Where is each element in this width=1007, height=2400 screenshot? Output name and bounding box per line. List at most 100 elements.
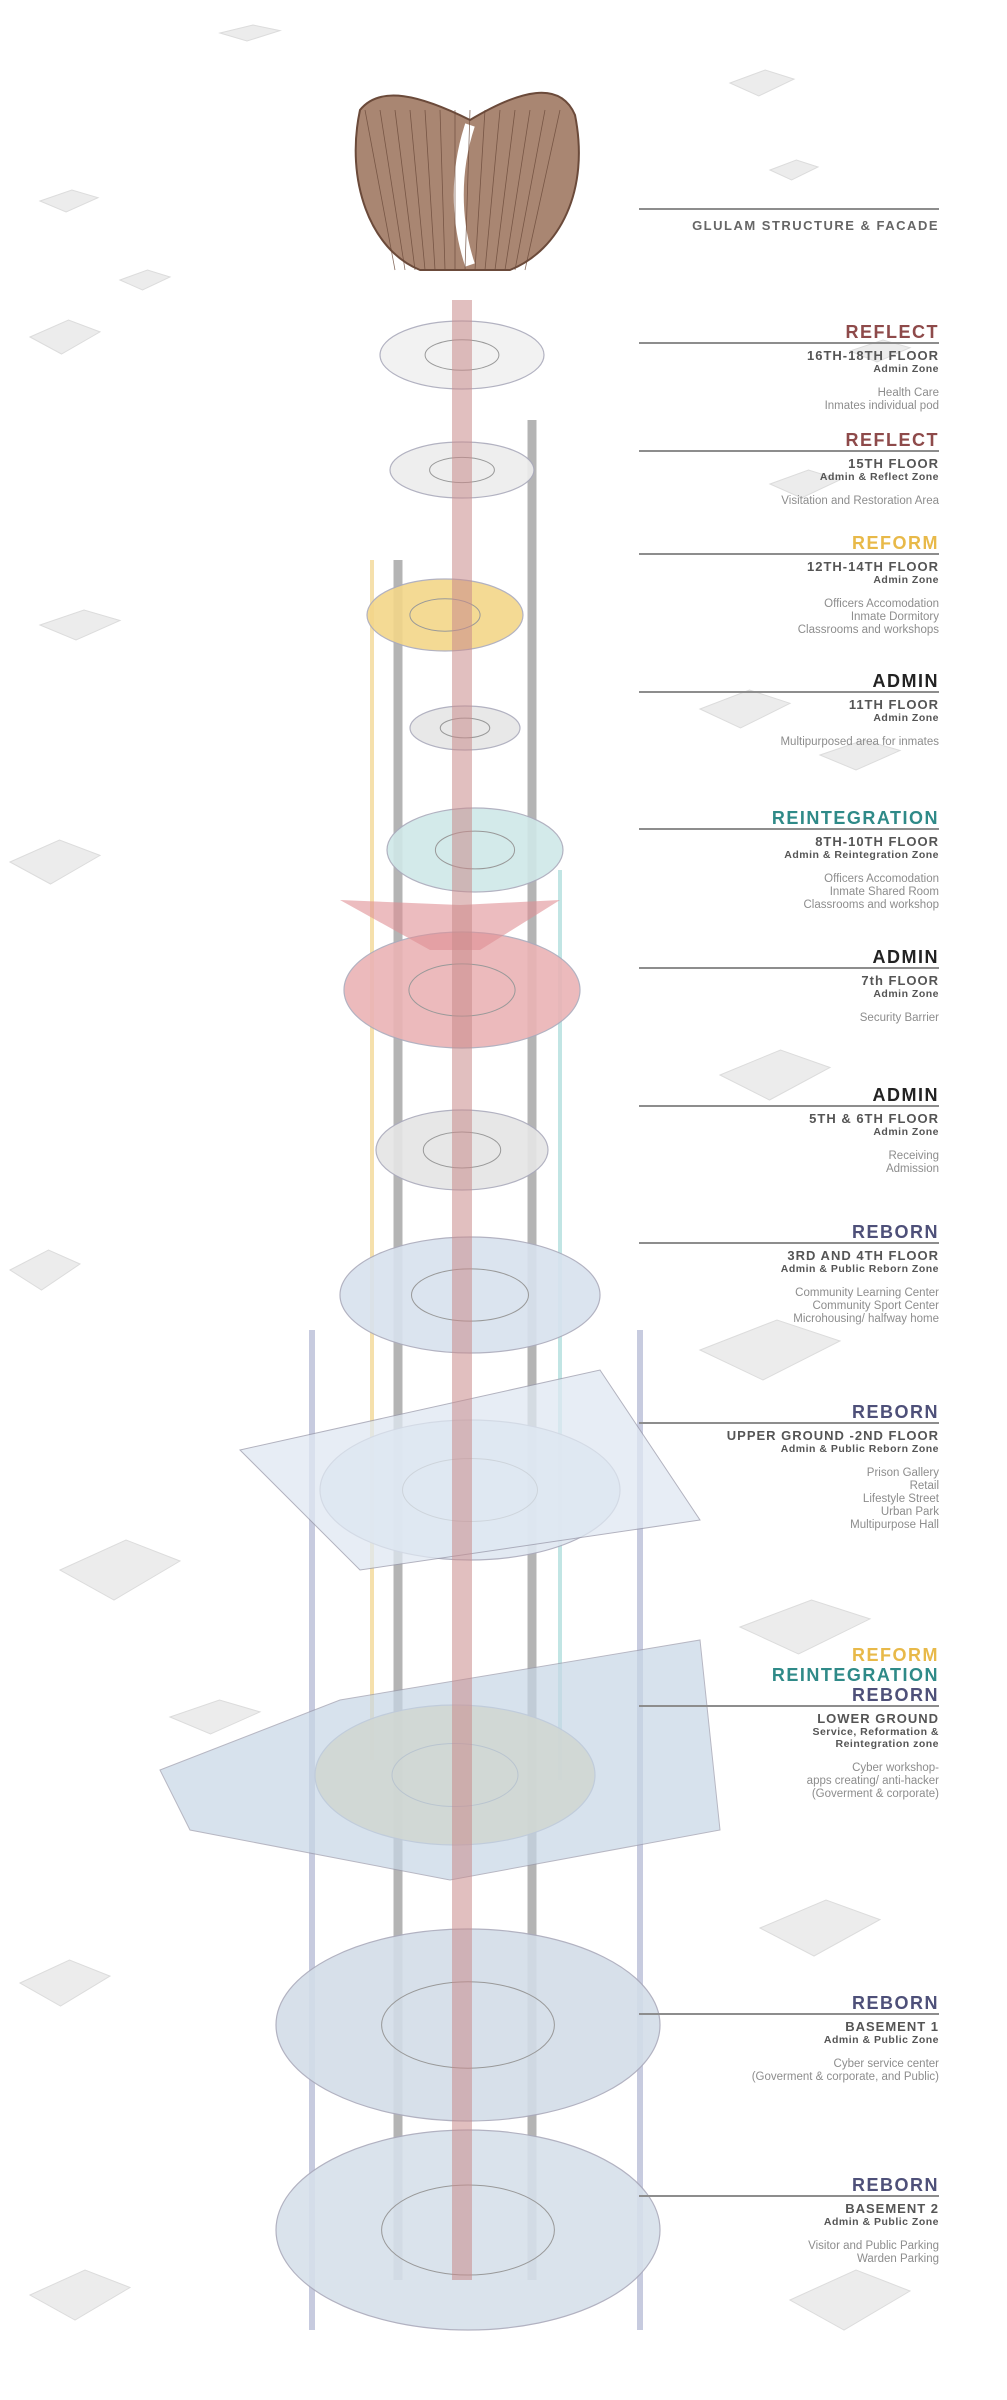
floor-zone: Admin & Reflect Zone xyxy=(819,471,939,483)
label-level-15: REFLECT 15TH FLOOR Admin & Reflect Zone … xyxy=(639,430,939,508)
floor-name: BASEMENT 2 xyxy=(845,2201,939,2216)
desc-line: Inmate Shared Room xyxy=(829,886,939,898)
context-block xyxy=(58,1539,182,1601)
desc-line: Cyber service center xyxy=(833,2058,939,2070)
core-shaft xyxy=(452,300,472,2280)
floor-description: Prison Gallery Retail Lifestyle Street U… xyxy=(639,1467,939,1532)
desc-line: Visitation and Restoration Area xyxy=(781,495,939,507)
label-level-7: ADMIN 7th FLOOR Admin Zone Security Barr… xyxy=(639,947,939,1025)
context-block xyxy=(768,159,820,181)
floor-name: 11TH FLOOR xyxy=(848,697,939,712)
facade-member xyxy=(394,109,416,271)
floor-description: Health Care Inmates individual pod xyxy=(639,387,939,413)
desc-line: Prison Gallery xyxy=(866,1467,939,1479)
context-block xyxy=(38,189,100,213)
zone-title: REBORN xyxy=(851,2175,939,2195)
label-level-upper-ground: REBORN UPPER GROUND -2ND FLOOR Admin & P… xyxy=(639,1402,939,1532)
facade-member xyxy=(474,109,486,271)
desc-line: (Goverment & corporate) xyxy=(811,1788,939,1800)
desc-line: Health Care xyxy=(877,387,939,399)
desc-line: Officers Accomodation xyxy=(824,873,939,885)
facade-member xyxy=(504,109,531,271)
floor-name: LOWER GROUND xyxy=(817,1711,939,1726)
leader-line xyxy=(639,828,939,830)
floor-description: Visitation and Restoration Area xyxy=(639,495,939,508)
desc-line: Warden Parking xyxy=(856,2253,939,2265)
zone-title: REBORN xyxy=(851,1222,939,1242)
floor-name: 7th FLOOR xyxy=(861,973,939,988)
floor-plates xyxy=(159,320,721,2331)
zone-title: REBORN xyxy=(851,1402,939,1422)
context-block xyxy=(758,1899,882,1957)
lower-ground-slab xyxy=(159,1639,721,1881)
label-level-basement-2: REBORN BASEMENT 2 Admin & Public Zone Vi… xyxy=(639,2175,939,2266)
context-block xyxy=(28,319,102,355)
context-block xyxy=(38,609,122,641)
central-core xyxy=(452,300,472,2280)
context-block xyxy=(118,269,172,291)
context-block xyxy=(818,739,902,771)
floor-zone: Admin Zone xyxy=(873,988,939,1000)
floor-zone: Admin & Public Reborn Zone xyxy=(780,1443,939,1455)
facade-member xyxy=(494,109,516,271)
leader-line xyxy=(639,1422,939,1424)
floor-zone: Admin & Public Reborn Zone xyxy=(780,1263,939,1275)
floor-name: 12TH-14TH FLOOR xyxy=(806,559,939,574)
context-block xyxy=(738,1599,872,1655)
floor-description: Officers Accomodation Inmate Dormitory C… xyxy=(639,598,939,637)
floor-zone-text: Service, Reformation & Reintegration zon… xyxy=(812,1726,939,1750)
floor-name: 15TH FLOOR xyxy=(848,456,939,471)
desc-line: Officers Accomodation xyxy=(824,598,939,610)
floor-description: Community Learning Center Community Spor… xyxy=(639,1287,939,1326)
context-block xyxy=(8,839,102,885)
zone-title: REBORN xyxy=(851,1993,939,2013)
floor-name: BASEMENT 1 xyxy=(845,2019,939,2034)
zone-title: REINTEGRATION xyxy=(771,1665,939,1685)
floor-description: Multipurposed area for inmates xyxy=(639,736,939,749)
zone-title: ADMIN xyxy=(872,1085,939,1105)
floor-name: 16TH-18TH FLOOR xyxy=(806,348,939,363)
facade-member xyxy=(464,109,471,271)
zone-title: REINTEGRATION xyxy=(771,808,939,828)
desc-line: Admission xyxy=(885,1163,939,1175)
inner-ring xyxy=(409,598,481,632)
context-block xyxy=(168,1699,262,1735)
floor-zone: Admin & Public Zone xyxy=(823,2034,939,2046)
label-level-8-10: REINTEGRATION 8TH-10TH FLOOR Admin & Rei… xyxy=(639,808,939,912)
glulam-title: GLULAM STRUCTURE & FACADE xyxy=(692,218,939,233)
label-level-lower-ground: REFORM REINTEGRATION REBORN LOWER GROUND… xyxy=(639,1645,939,1801)
desc-line: Retail xyxy=(909,1480,939,1492)
floor-zone: Service, Reformation & Reintegration zon… xyxy=(799,1726,939,1750)
floor-description: Security Barrier xyxy=(639,1012,939,1025)
leader-line xyxy=(639,208,939,210)
facade-member xyxy=(484,109,501,271)
desc-line: Visitor and Public Parking xyxy=(808,2240,939,2252)
label-level-16-18: REFLECT 16TH-18TH FLOOR Admin Zone Healt… xyxy=(639,322,939,413)
leader-line xyxy=(639,1242,939,1244)
leader-line xyxy=(639,1705,939,1707)
label-level-5-6: ADMIN 5TH & 6TH FLOOR Admin Zone Receivi… xyxy=(639,1085,939,1176)
desc-line: Inmates individual pod xyxy=(824,400,939,412)
floor-name: UPPER GROUND -2ND FLOOR xyxy=(726,1428,939,1443)
desc-line: (Goverment & corporate, and Public) xyxy=(751,2071,939,2083)
zone-title: ADMIN xyxy=(872,947,939,967)
floor-plate xyxy=(366,578,524,652)
leader-line xyxy=(639,691,939,693)
floor-description: Cyber service center (Goverment & corpor… xyxy=(639,2058,939,2084)
leader-line xyxy=(639,1105,939,1107)
context-block xyxy=(698,689,792,729)
label-level-12-14: REFORM 12TH-14TH FLOOR Admin Zone Office… xyxy=(639,533,939,637)
context-block xyxy=(728,69,796,97)
leader-line xyxy=(639,967,939,969)
floor-zone: Admin & Public Zone xyxy=(823,2216,939,2228)
desc-line: Cyber workshop- xyxy=(852,1762,939,1774)
floor-plate xyxy=(386,807,564,893)
floor-zone: Admin Zone xyxy=(873,712,939,724)
context-block xyxy=(718,1049,832,1101)
facade-member xyxy=(409,109,426,271)
floor-description: Receiving Admission xyxy=(639,1150,939,1176)
desc-line: Microhousing/ halfway home xyxy=(793,1313,939,1325)
floor-name: 5TH & 6TH FLOOR xyxy=(809,1111,939,1126)
context-block xyxy=(768,469,842,499)
